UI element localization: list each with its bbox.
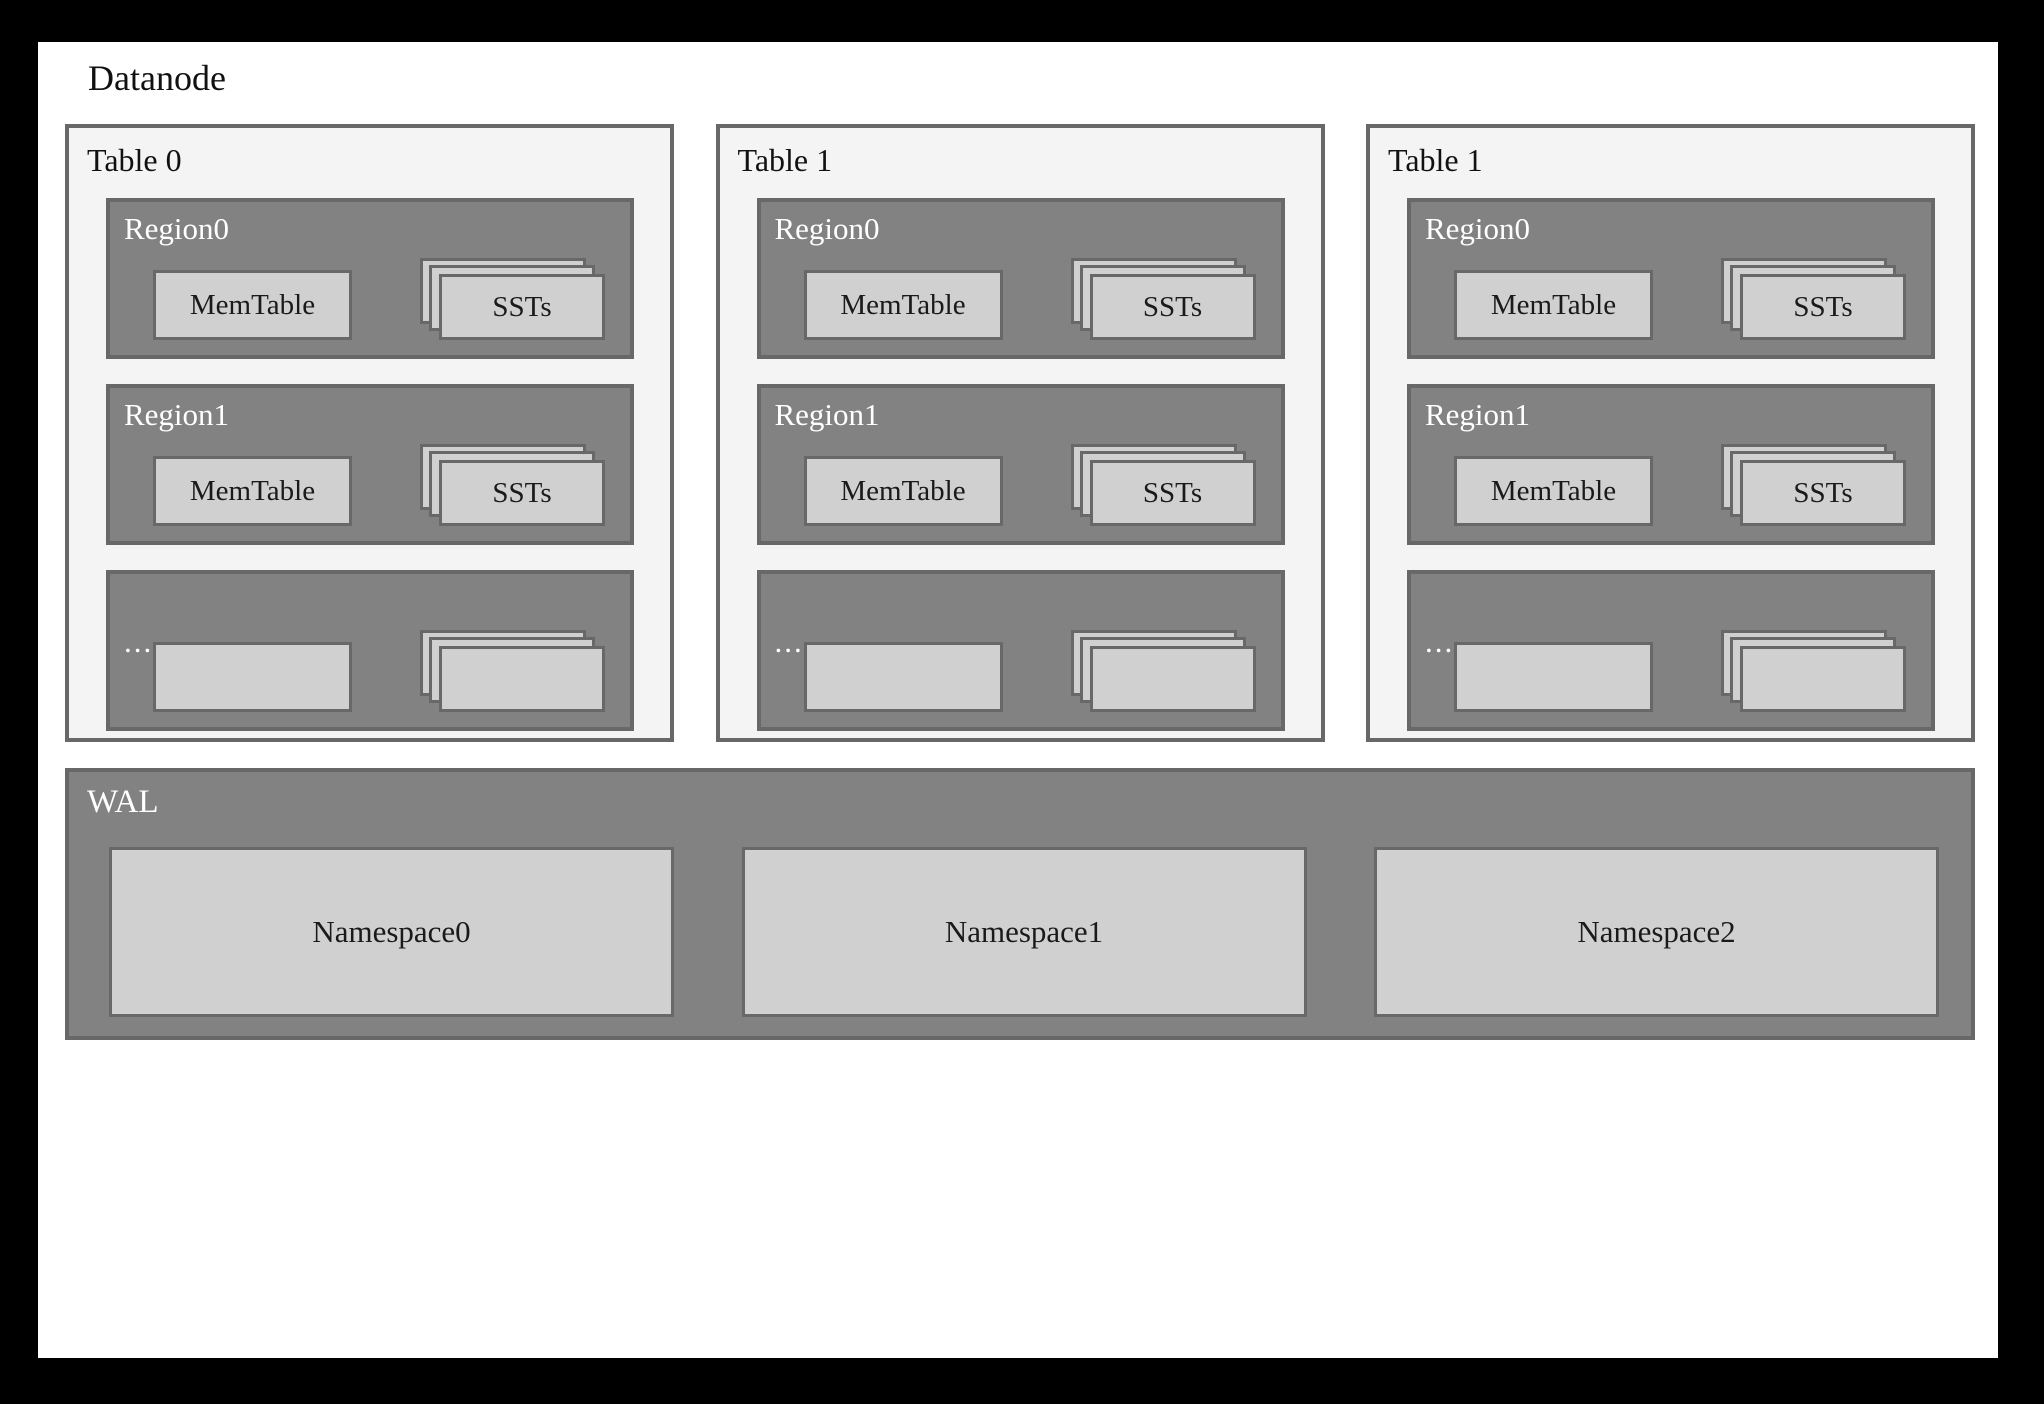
memtable-box[interactable]: MemTable [803, 456, 1003, 526]
ssts-card: SSTs [1089, 274, 1256, 340]
ssts-stack[interactable]: SSTs [1721, 444, 1906, 526]
memtable-box[interactable]: MemTable [153, 270, 352, 340]
ssts-stack[interactable]: SSTs [420, 444, 605, 526]
page-title: Datanode [88, 58, 226, 98]
namespace-box[interactable]: Namespace1 [741, 847, 1307, 1017]
region-label: Region0 [124, 211, 230, 246]
ssts-card: SSTs [439, 274, 605, 340]
table-label: Table 0 [87, 142, 182, 178]
region-more[interactable]: ... [1407, 570, 1935, 731]
ssts-stack[interactable]: SSTs [1070, 258, 1256, 340]
wal-panel: WAL Namespace0 Namespace1 Namespace2 [65, 768, 1975, 1040]
region-more[interactable]: ... [756, 570, 1285, 731]
ssts-stack[interactable] [1070, 630, 1256, 712]
table-label: Table 1 [737, 142, 833, 178]
memtable-box[interactable] [1454, 642, 1653, 712]
wal-label: WAL [87, 784, 159, 820]
ssts-card [439, 646, 605, 712]
region-label: Region1 [774, 397, 880, 432]
ssts-stack[interactable]: SSTs [420, 258, 605, 340]
ssts-card: SSTs [439, 460, 605, 526]
ssts-stack[interactable] [420, 630, 605, 712]
ssts-card: SSTs [1089, 460, 1256, 526]
region-ellipsis-label: ... [124, 624, 154, 659]
memtable-box[interactable]: MemTable [153, 456, 352, 526]
ssts-card [1740, 646, 1906, 712]
ssts-stack[interactable] [1721, 630, 1906, 712]
region-more[interactable]: ... [106, 570, 634, 731]
region-label: Region0 [774, 211, 880, 246]
table-label: Table 1 [1388, 142, 1483, 178]
memtable-box[interactable] [803, 642, 1003, 712]
namespace-box[interactable]: Namespace2 [1374, 847, 1939, 1017]
ssts-card [1089, 646, 1256, 712]
region-ellipsis-label: ... [774, 624, 804, 659]
region-label: Region1 [124, 397, 230, 432]
ssts-stack[interactable]: SSTs [1721, 258, 1906, 340]
memtable-box[interactable]: MemTable [803, 270, 1003, 340]
namespace-box[interactable]: Namespace0 [109, 847, 674, 1017]
namespace-list: Namespace0 Namespace1 Namespace2 [109, 847, 1939, 1017]
ssts-card: SSTs [1740, 460, 1906, 526]
region-ellipsis-label: ... [1425, 624, 1455, 659]
ssts-stack[interactable]: SSTs [1070, 444, 1256, 526]
memtable-box[interactable]: MemTable [1454, 270, 1653, 340]
memtable-box[interactable] [153, 642, 352, 712]
region-label: Region1 [1425, 397, 1531, 432]
memtable-box[interactable]: MemTable [1454, 456, 1653, 526]
region-label: Region0 [1425, 211, 1531, 246]
ssts-card: SSTs [1740, 274, 1906, 340]
